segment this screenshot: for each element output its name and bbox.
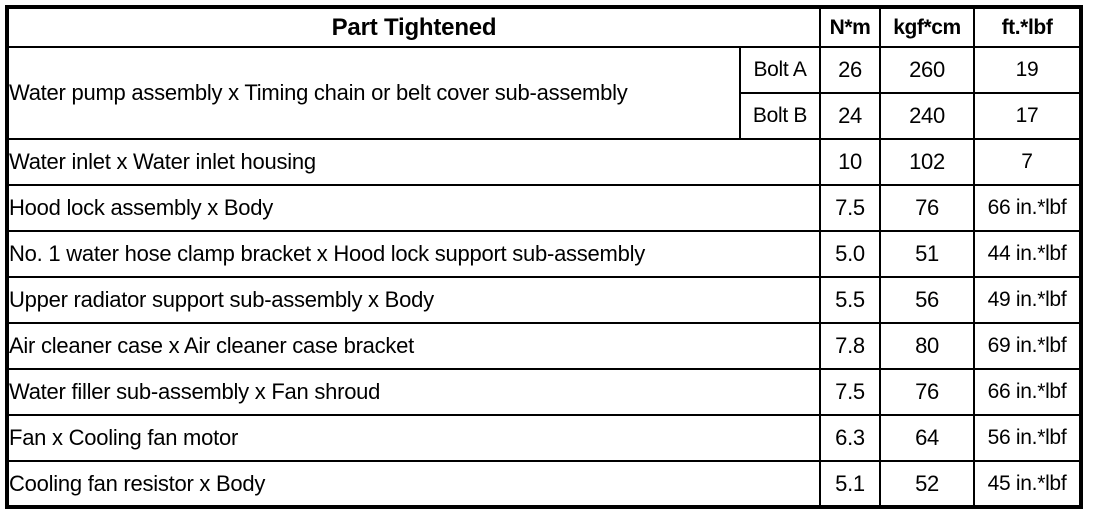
torque-ftlbf-cell: 7 — [973, 138, 1082, 186]
torque-ftlbf-cell: 66 in.*lbf — [973, 368, 1082, 416]
torque-nm-cell: 26 — [819, 46, 881, 94]
torque-ftlbf-cell: 45 in.*lbf — [973, 460, 1082, 508]
part-name-cell: No. 1 water hose clamp bracket x Hood lo… — [6, 230, 821, 278]
torque-nm-cell: 6.3 — [819, 414, 881, 462]
torque-kgfcm-cell: 56 — [879, 276, 975, 324]
part-name-cell: Water filler sub-assembly x Fan shroud — [6, 368, 821, 416]
table-body: Water pump assembly x Timing chain or be… — [6, 46, 1082, 508]
part-name-cell: Water inlet x Water inlet housing — [6, 138, 821, 186]
table-row: Water pump assembly x Timing chain or be… — [6, 46, 1082, 140]
torque-specification-table: Part Tightened N*m kgf*cm ft.*lbf Water … — [5, 5, 1083, 509]
part-name-cell: Upper radiator support sub-assembly x Bo… — [6, 276, 821, 324]
torque-nm-cell: 5.5 — [819, 276, 881, 324]
torque-ftlbf-cell: 17 — [973, 92, 1082, 140]
part-name-cell: Fan x Cooling fan motor — [6, 414, 821, 462]
bolt-label-cell: Bolt A — [739, 46, 821, 94]
torque-nm-cell: 10 — [819, 138, 881, 186]
torque-kgfcm-cell: 51 — [879, 230, 975, 278]
torque-kgfcm-cell: 102 — [879, 138, 975, 186]
torque-ftlbf-cell: 19 — [973, 46, 1082, 94]
torque-nm-cell: 5.1 — [819, 460, 881, 508]
torque-kgfcm-cell: 76 — [879, 368, 975, 416]
page-root: Part Tightened N*m kgf*cm ft.*lbf Water … — [5, 5, 1083, 509]
table-header: Part Tightened N*m kgf*cm ft.*lbf — [6, 6, 1082, 48]
part-name-cell: Hood lock assembly x Body — [6, 184, 821, 232]
torque-kgfcm-cell: 260 — [879, 46, 975, 94]
part-name-cell: Water pump assembly x Timing chain or be… — [6, 46, 741, 140]
torque-ftlbf-cell: 69 in.*lbf — [973, 322, 1082, 370]
torque-nm-cell: 7.8 — [819, 322, 881, 370]
table-row: No. 1 water hose clamp bracket x Hood lo… — [6, 230, 1082, 278]
torque-ftlbf-cell: 66 in.*lbf — [973, 184, 1082, 232]
torque-nm-cell: 5.0 — [819, 230, 881, 278]
torque-kgfcm-cell: 76 — [879, 184, 975, 232]
table-row: Upper radiator support sub-assembly x Bo… — [6, 276, 1082, 324]
torque-ftlbf-cell: 49 in.*lbf — [973, 276, 1082, 324]
header-row: Part Tightened N*m kgf*cm ft.*lbf — [6, 6, 1082, 48]
bolt-label-cell: Bolt B — [739, 92, 821, 140]
torque-kgfcm-cell: 52 — [879, 460, 975, 508]
column-header-kgfcm: kgf*cm — [879, 6, 975, 48]
torque-nm-cell: 7.5 — [819, 184, 881, 232]
table-row: Air cleaner case x Air cleaner case brac… — [6, 322, 1082, 370]
column-header-ftlbf: ft.*lbf — [973, 6, 1082, 48]
torque-ftlbf-cell: 56 in.*lbf — [973, 414, 1082, 462]
torque-nm-cell: 24 — [819, 92, 881, 140]
torque-ftlbf-cell: 44 in.*lbf — [973, 230, 1082, 278]
torque-kgfcm-cell: 240 — [879, 92, 975, 140]
torque-kgfcm-cell: 80 — [879, 322, 975, 370]
torque-kgfcm-cell: 64 — [879, 414, 975, 462]
torque-nm-cell: 7.5 — [819, 368, 881, 416]
column-header-nm: N*m — [819, 6, 881, 48]
column-header-part-tightened: Part Tightened — [6, 6, 821, 48]
part-name-cell: Cooling fan resistor x Body — [6, 460, 821, 508]
part-name-cell: Air cleaner case x Air cleaner case brac… — [6, 322, 821, 370]
